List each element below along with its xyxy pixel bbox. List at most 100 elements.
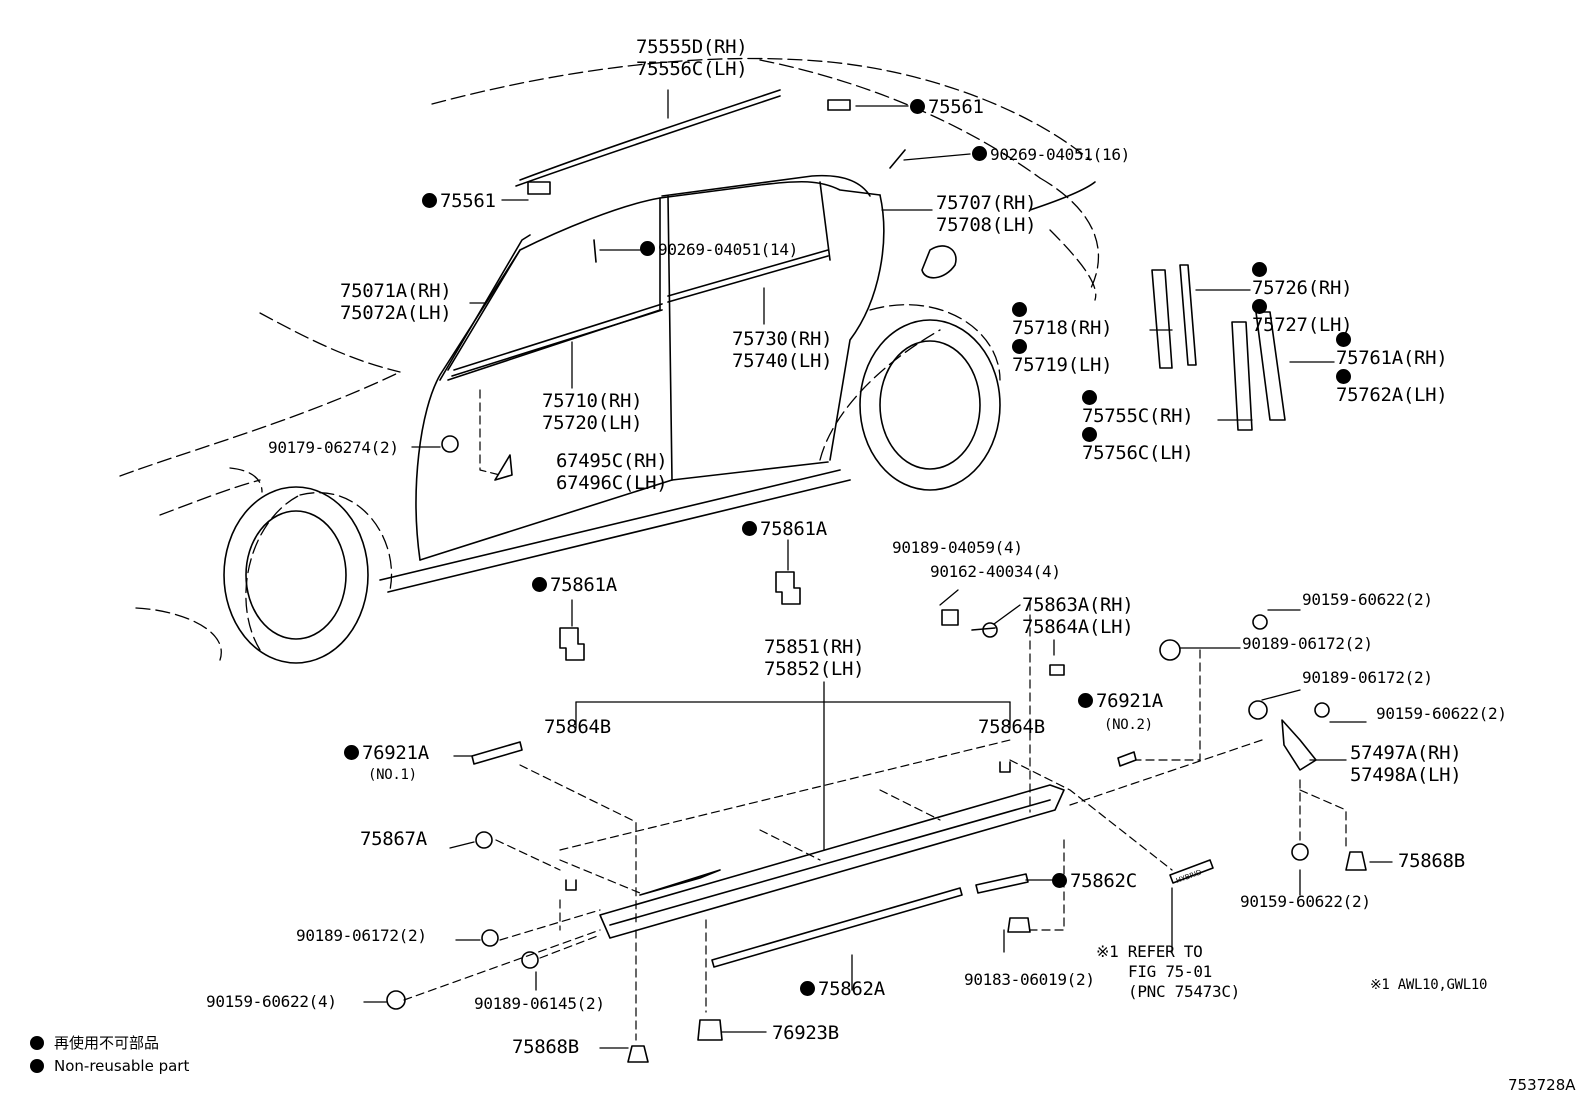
tape-76921A-no2-shape [1117, 751, 1137, 767]
clip-75561-left-shape [527, 181, 551, 195]
non-reusable-dot-icon [800, 981, 815, 996]
label-rear-door-belt: 75730(RH)75740(LH) [732, 328, 833, 372]
label-mirror-cover: 67495C(RH)67496C(LH) [556, 450, 668, 494]
tape-75862A-shape [711, 887, 963, 968]
non-reusable-dot-icon [532, 577, 547, 592]
non-reusable-dot-icon [1252, 262, 1267, 277]
label-pad-75861A-a: 75861A [532, 574, 617, 596]
screw-16-shape [889, 149, 906, 169]
pillar-tape-75726-shape [1179, 264, 1197, 366]
leader-lines [363, 89, 1393, 1049]
label-tape-76921A-no1-sub: (NO.1) [368, 767, 417, 783]
quarter-molding [661, 174, 871, 197]
non-reusable-dot-icon [1052, 873, 1067, 888]
pad-75861A-a-shape [559, 627, 585, 661]
windshield-molding [439, 234, 531, 381]
legend-jp: 再使用不可部品 [30, 1032, 159, 1053]
label-pillar-tape-1: 75718(RH) 75719(LH) [1012, 302, 1113, 376]
non-reusable-dot-icon [742, 521, 757, 536]
label-clip-90189-06172-bottom: 90189-06172(2) [296, 926, 427, 945]
label-retainer-75864B-left: 75864B [544, 716, 611, 738]
non-reusable-dot-icon [30, 1036, 44, 1050]
emblem-shape [1169, 859, 1214, 884]
non-reusable-dot-icon [972, 146, 987, 161]
rear-door-belt-molding [667, 249, 829, 303]
label-clip-90189-06172-mid: 90189-06172(2) [1302, 668, 1433, 687]
non-reusable-dot-icon [1012, 302, 1027, 317]
screw-14-shape [593, 239, 597, 263]
label-clip-90159-60622-4: 90159-60622(4) [206, 992, 337, 1011]
label-quarter-molding: 75707(RH)75708(LH) [936, 192, 1037, 236]
label-pillar-tape-3: 75761A(RH) 75762A(LH) [1336, 332, 1448, 406]
assembly-lines [403, 389, 1347, 1041]
non-reusable-dot-icon [30, 1059, 44, 1073]
label-pillar-tape-4: 75755C(RH) 75756C(LH) [1082, 390, 1194, 464]
retainer-75863A-shape [1049, 664, 1065, 676]
pillar-tape-75718-shape [1151, 269, 1173, 369]
non-reusable-dot-icon [1252, 299, 1267, 314]
pillar-tape-75755-shape [1231, 321, 1253, 431]
figure-id: 753728A [1508, 1076, 1576, 1094]
non-reusable-dot-icon [910, 99, 925, 114]
label-tape-76921A-no2: 76921A [1078, 690, 1163, 712]
label-roof-molding-rh: 75555D(RH) [636, 36, 748, 58]
label-bracket: 57497A(RH)57498A(LH) [1350, 742, 1462, 786]
mirror-cover-shape [494, 454, 513, 481]
label-tape-75862C: 75862C [1052, 870, 1137, 892]
clip-75561-top-shape [827, 99, 851, 111]
non-reusable-dot-icon [1078, 693, 1093, 708]
label-retainer-75864B-right: 75864B [978, 716, 1045, 738]
tape-75862C-shape [975, 873, 1029, 894]
label-windshield-molding: 75071A(RH)75072A(LH) [340, 280, 452, 324]
label-roof-molding: 75555D(RH) 75556C(LH) [636, 36, 748, 80]
pillar-tape-75761-shape [1255, 311, 1286, 421]
label-clip-75561-left: 75561 [422, 190, 496, 212]
label-clip-90189-04059: 90189-04059(4) [892, 538, 1023, 557]
label-clip-90189-06172-top: 90189-06172(2) [1242, 634, 1373, 653]
non-reusable-dot-icon [1082, 390, 1097, 405]
pad-75861A-b-shape [775, 571, 801, 605]
label-tape-75862A: 75862A [800, 978, 885, 1000]
label-clip-90189-06145: 90189-06145(2) [474, 994, 605, 1013]
label-clip-75867A: 75867A [360, 828, 427, 850]
nut-90179-shape [441, 435, 459, 453]
label-tape-76921A-no1: 76921A [344, 742, 429, 764]
non-reusable-dot-icon [1082, 427, 1097, 442]
wheels [223, 319, 1001, 664]
label-tape-76921A-no2-sub: (NO.2) [1104, 717, 1153, 733]
retainer-75864B-right-shape [999, 761, 1011, 773]
label-clip-90159-mid: 90159-60622(2) [1376, 704, 1507, 723]
retainer-75864B-left-shape [565, 879, 577, 891]
label-pillar-tape-2: 75726(RH) 75727(LH) [1252, 262, 1353, 336]
non-reusable-dot-icon [344, 745, 359, 760]
label-clip-75561-top: 75561 [910, 96, 984, 118]
label-nut-90179: 90179-06274(2) [268, 438, 399, 457]
label-retainer-75863A: 75863A(RH)75864A(LH) [1022, 594, 1134, 638]
non-reusable-dot-icon [1012, 339, 1027, 354]
roof-molding [515, 89, 781, 187]
legend-en: Non-reusable part [30, 1057, 189, 1075]
label-screw-16: 90269-04051(16) [972, 145, 1130, 165]
tape-76921A-no1-shape [471, 741, 523, 765]
label-clip-90183: 90183-06019(2) [964, 970, 1095, 989]
car-doors [379, 180, 1096, 593]
label-rocker-molding: 75851(RH)75852(LH) [764, 636, 865, 680]
label-clip-90159-top: 90159-60622(2) [1302, 590, 1433, 609]
car-body-outline [119, 57, 1100, 661]
label-screw-14: 90269-04051(14) [640, 240, 798, 260]
non-reusable-dot-icon [1336, 332, 1351, 347]
non-reusable-dot-icon [640, 241, 655, 256]
label-clip-76923B: 76923B [772, 1022, 839, 1044]
label-model-note: ※1 AWL10,GWL10 [1370, 977, 1488, 993]
label-clip-75868B-bottom: 75868B [512, 1036, 579, 1058]
label-clip-90159-bottom-right: 90159-60622(2) [1240, 892, 1371, 911]
label-clip-75868B-right: 75868B [1398, 850, 1465, 872]
label-front-door-belt: 75710(RH)75720(LH) [542, 390, 643, 434]
label-roof-molding-lh: 75556C(LH) [636, 58, 748, 80]
front-door-belt-molding [451, 303, 663, 377]
label-pad-75861A-b: 75861A [742, 518, 827, 540]
label-screw-90162: 90162-40034(4) [930, 562, 1061, 581]
non-reusable-dot-icon [422, 193, 437, 208]
